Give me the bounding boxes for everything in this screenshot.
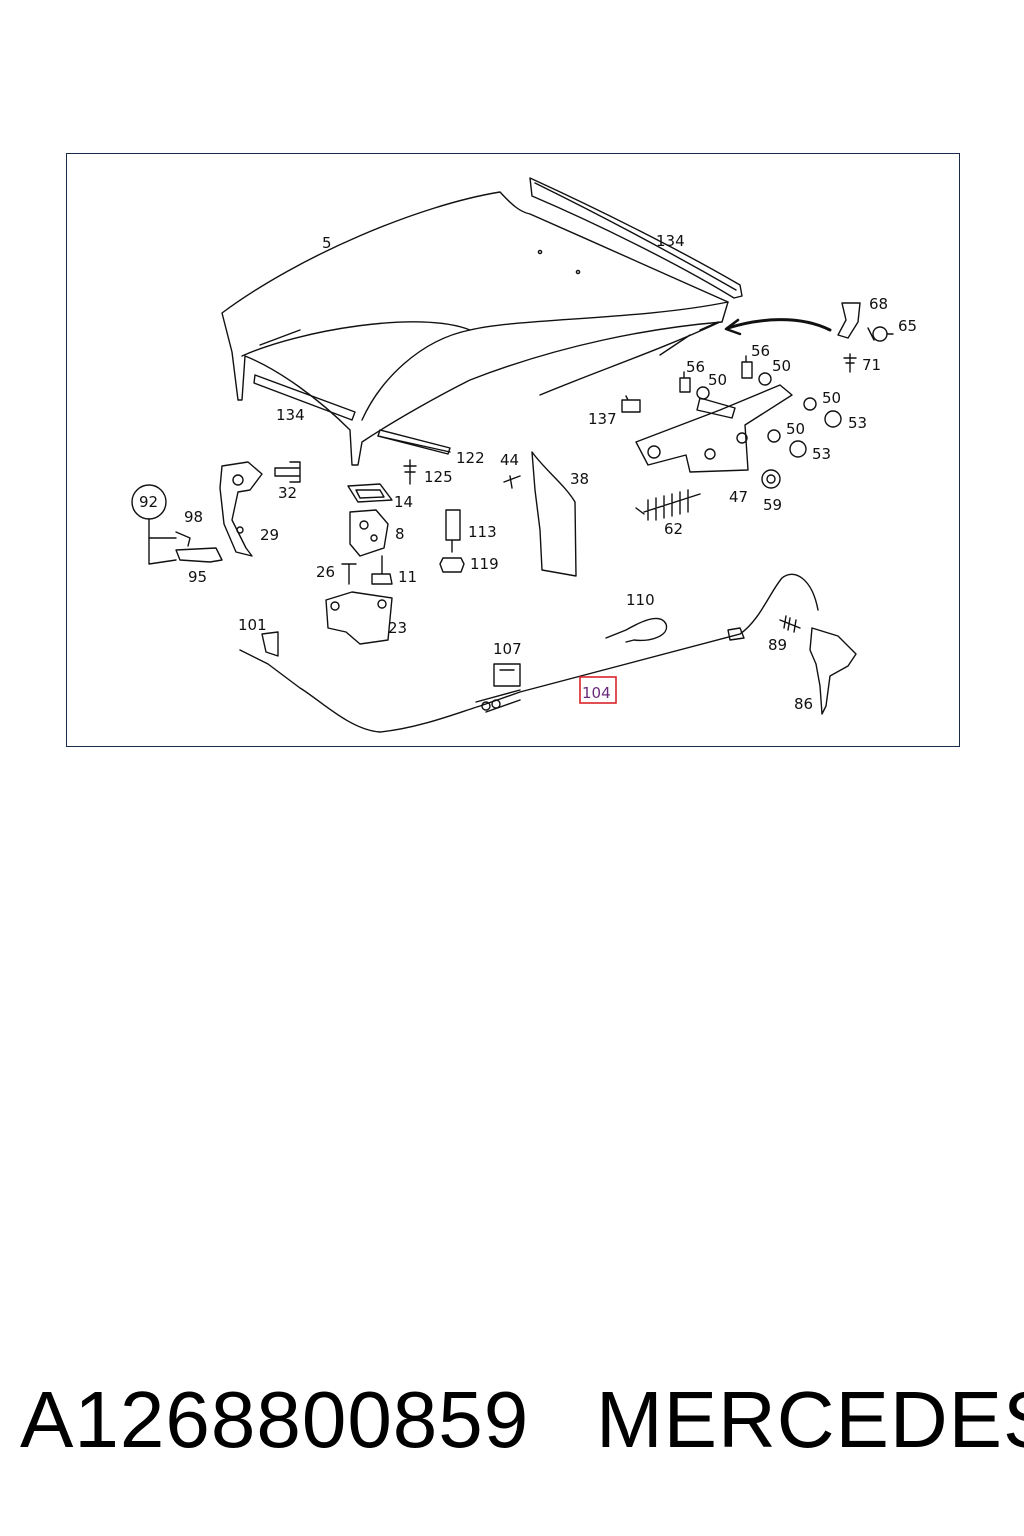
- callout-134-seal: 134: [656, 232, 685, 250]
- callout-119: 119: [470, 555, 499, 573]
- highlight-box: [579, 676, 617, 704]
- callout-56-left: 56: [686, 358, 705, 376]
- callout-110: 110: [626, 591, 655, 609]
- seal-strip-part: [529, 177, 743, 299]
- hood-part: [221, 191, 729, 466]
- callout-125: 125: [424, 468, 453, 486]
- callout-62: 62: [664, 520, 683, 538]
- callout-104-highlighted: 104: [582, 684, 611, 702]
- latch-part: [219, 461, 263, 557]
- callout-137: 137: [588, 410, 617, 428]
- callout-32: 32: [278, 484, 297, 502]
- callout-50-c: 50: [822, 389, 841, 407]
- callout-8: 8: [395, 525, 405, 543]
- hinge-part: [635, 384, 793, 473]
- release-cable-part: [239, 573, 819, 733]
- callout-92: 92: [139, 493, 158, 511]
- callout-95: 95: [188, 568, 207, 586]
- callout-134-strip: 134: [276, 406, 305, 424]
- callout-71: 71: [862, 356, 881, 374]
- callout-53-a: 53: [848, 414, 867, 432]
- caption-bar: A1268800859 MERCEDES: [0, 1372, 1024, 1472]
- callout-122: 122: [456, 449, 485, 467]
- brand-name: MERCEDES: [596, 1375, 1024, 1464]
- callout-14: 14: [394, 493, 413, 511]
- callout-50-b: 50: [772, 357, 791, 375]
- callout-47: 47: [729, 488, 748, 506]
- callout-59: 59: [763, 496, 782, 514]
- callout-44: 44: [500, 451, 519, 469]
- diagram-frame: [66, 153, 960, 747]
- callout-101: 101: [238, 616, 267, 634]
- callout-53-b: 53: [812, 445, 831, 463]
- callout-86: 86: [794, 695, 813, 713]
- callout-50-d: 50: [786, 420, 805, 438]
- callout-113: 113: [468, 523, 497, 541]
- callout-89: 89: [768, 636, 787, 654]
- callout-56-right: 56: [751, 342, 770, 360]
- parts-diagram: 5 134 134 68 65 71 56 56 50 50 50 50 53 …: [131, 177, 917, 733]
- callout-38: 38: [570, 470, 589, 488]
- callout-107: 107: [493, 640, 522, 658]
- callout-98: 98: [184, 508, 203, 526]
- callout-26: 26: [316, 563, 335, 581]
- callout-23: 23: [388, 619, 407, 637]
- callout-65: 65: [898, 317, 917, 335]
- callout-5: 5: [322, 234, 332, 252]
- callout-11: 11: [398, 568, 417, 586]
- part-number: A1268800859: [20, 1375, 530, 1464]
- callout-68: 68: [869, 295, 888, 313]
- callout-29: 29: [260, 526, 279, 544]
- callout-50-a: 50: [708, 371, 727, 389]
